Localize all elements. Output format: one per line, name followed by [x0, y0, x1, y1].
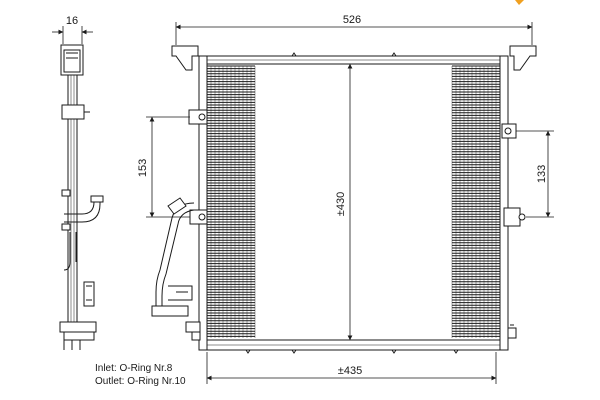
outlet-spacing-label: 133: [536, 165, 548, 183]
overall-width-label: 526: [343, 14, 361, 26]
inlet-fitting-lower: [189, 209, 208, 225]
left-fin-block: [206, 65, 256, 338]
core-height-dimension: ±430: [334, 63, 353, 341]
front-view: [151, 45, 537, 354]
top-right-mounting-bracket: [509, 45, 537, 71]
fin-tube-lines: [206, 66, 256, 338]
inlet-fitting-upper: [188, 109, 208, 125]
inlet-spacing-label: 153: [137, 159, 149, 177]
outlet-fitting-lower: [503, 207, 526, 227]
inlet-note: Inlet: O-Ring Nr.8: [95, 363, 173, 374]
core-width-label: ±435: [338, 365, 362, 377]
top-left-mounting-bracket: [171, 45, 199, 71]
outlet-note: Outlet: O-Ring Nr.10: [95, 376, 186, 387]
side-view: [59, 44, 104, 350]
fin-tube-lines: [451, 66, 501, 338]
right-fin-block: [451, 65, 501, 338]
side-width-label: 16: [66, 15, 78, 27]
core-height-label: ±430: [335, 192, 347, 216]
bottom-right-drain-plug: [507, 324, 517, 339]
outlet-spacing-dimension: 133: [516, 130, 554, 218]
inlet-spacing-dimension: 153: [137, 116, 190, 218]
inlet-pipe-assembly: [151, 197, 201, 341]
outlet-fitting-upper: [501, 123, 517, 139]
corner-accent-mark: [515, 0, 524, 5]
overall-width-dimension: 526: [175, 14, 533, 45]
side-width-dimension: 16: [52, 15, 93, 44]
core-width-dimension: ±435: [206, 352, 497, 384]
